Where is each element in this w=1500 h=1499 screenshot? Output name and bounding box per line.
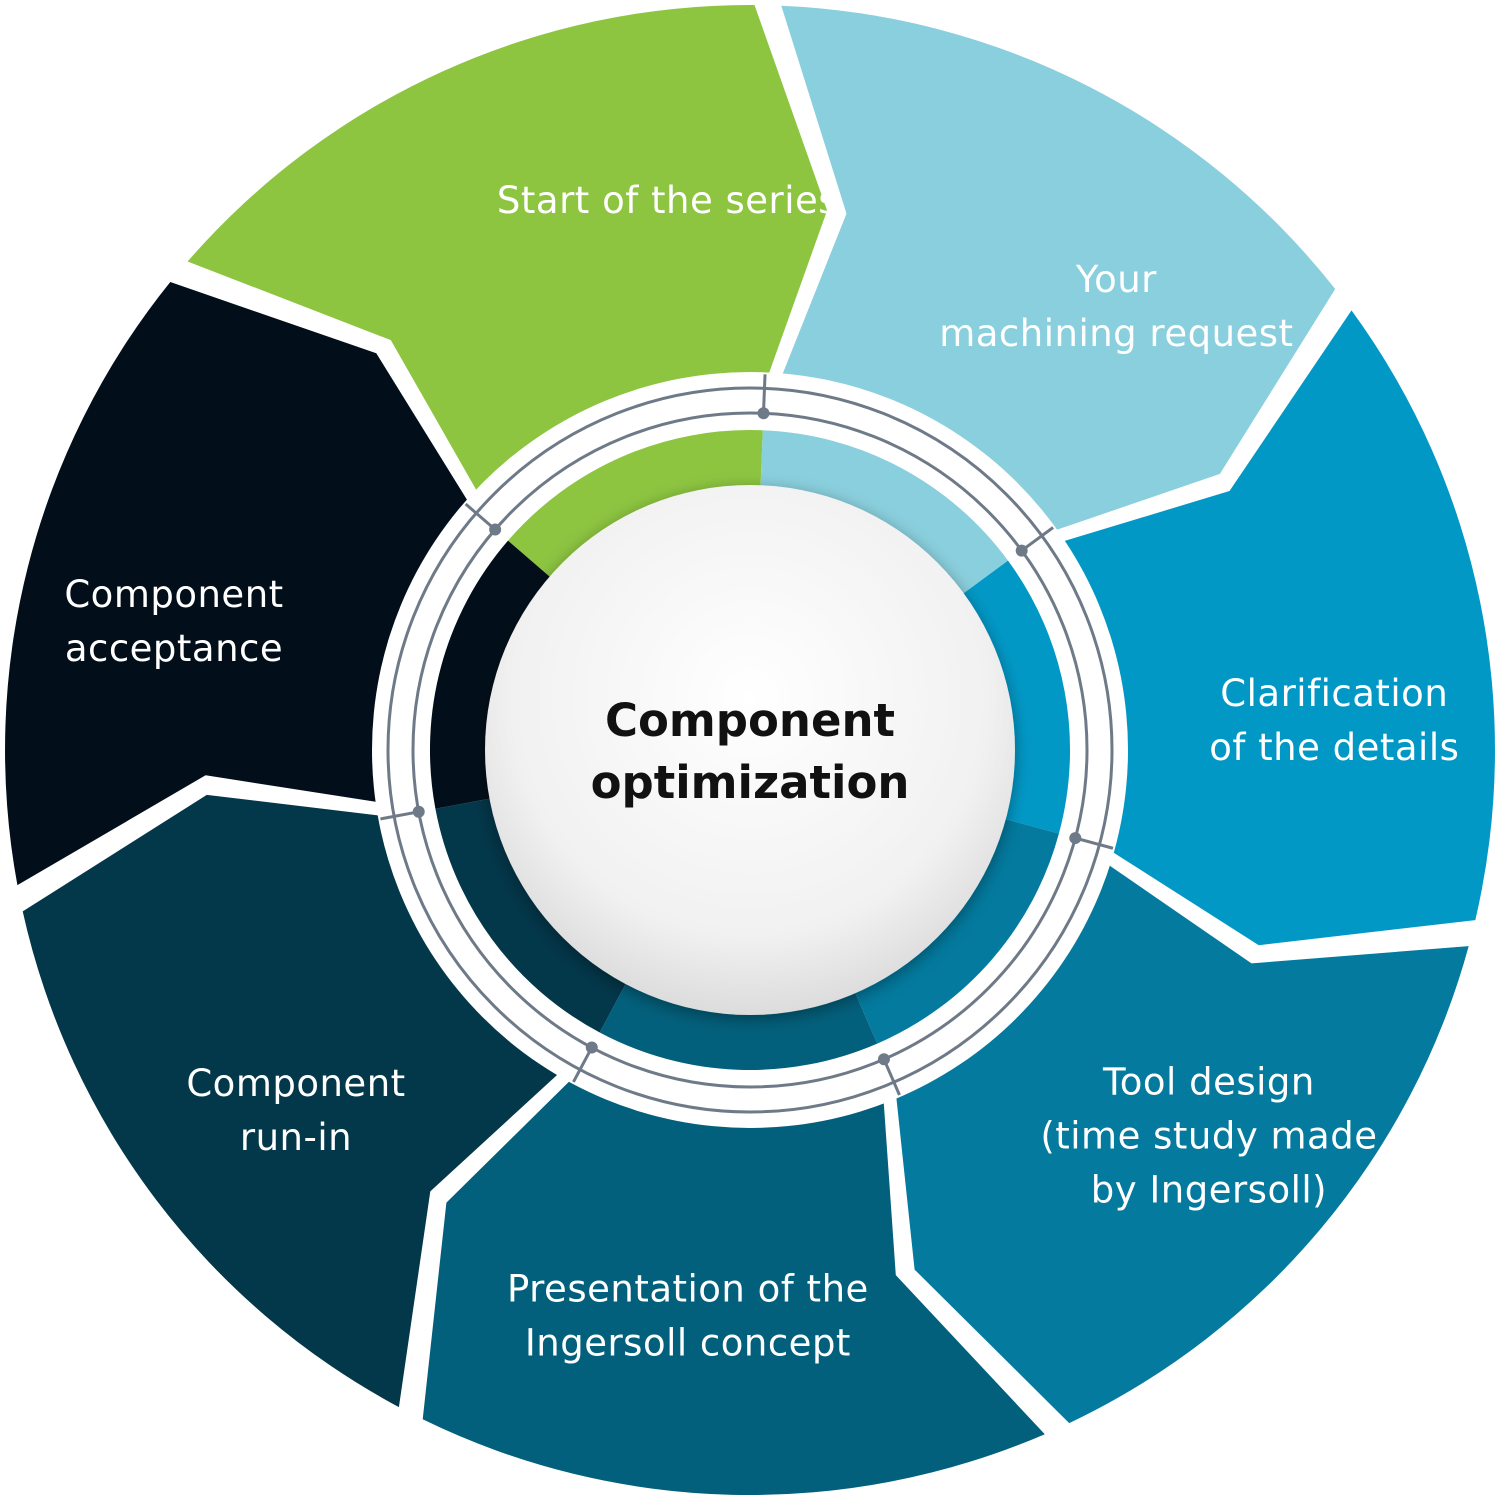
- inner-ring-segments-group: [429, 430, 1071, 1070]
- stage-label-clarification: Clarification of the details: [1209, 672, 1459, 769]
- inner-band-component-run-in: [435, 797, 628, 1033]
- ring-node-dot: [489, 523, 502, 536]
- stage-label-machining-request: Your machining request: [939, 258, 1293, 355]
- center-disc: [485, 485, 1015, 1015]
- ring-node-dot: [1069, 832, 1082, 845]
- stage-label-line: Component: [186, 1062, 405, 1105]
- ring-tick: [761, 374, 767, 414]
- inner-track-ring: [411, 411, 1089, 1089]
- inner-band-acceptance: [429, 540, 554, 809]
- ring-node-dot: [757, 407, 770, 420]
- stage-label-line: by Ingersoll): [1091, 1169, 1327, 1212]
- stage-segment-clarification: [1031, 310, 1495, 946]
- stage-label-line: Component: [64, 573, 283, 616]
- stage-label-line: Tool design: [1102, 1061, 1315, 1104]
- stage-segment-acceptance: [5, 282, 486, 886]
- inner-band-clarification: [959, 560, 1071, 834]
- center-title: Component optimization: [591, 694, 910, 809]
- stage-label-line: Presentation of the: [507, 1268, 869, 1311]
- stage-label-line: Clarification: [1220, 672, 1448, 715]
- ring-tick: [882, 1058, 901, 1096]
- ring-tick: [1074, 836, 1114, 850]
- stage-label-line: (time study made: [1040, 1115, 1377, 1158]
- inner-band-tool-design: [853, 817, 1059, 1044]
- stage-label-line: machining request: [939, 312, 1293, 355]
- inner-band-start-of-series: [508, 430, 763, 580]
- stage-label-line: acceptance: [65, 627, 283, 670]
- stage-label-line: Start of the series: [497, 179, 838, 222]
- stage-label-tool-design: Tool design (time study made by Ingersoll): [1040, 1061, 1377, 1212]
- stage-label-start-of-series: Start of the series: [497, 179, 838, 222]
- stage-label-line: of the details: [1209, 726, 1459, 769]
- stage-label-line: Ingersoll concept: [525, 1322, 851, 1365]
- ring-gap: [389, 389, 1111, 1111]
- ring-node-dot: [877, 1053, 890, 1066]
- stage-segment-machining-request: [770, 5, 1336, 541]
- ring-tick: [464, 502, 497, 531]
- ring-node-dot: [412, 805, 425, 818]
- ring-nodes-group: [380, 374, 1114, 1096]
- ring-tick: [572, 1046, 594, 1083]
- ring-tick: [1020, 526, 1054, 552]
- outer-track-ring: [386, 386, 1114, 1114]
- ring-node-dot: [585, 1041, 598, 1054]
- stage-label-acceptance: Component acceptance: [64, 573, 283, 670]
- ring-node-dot: [1015, 544, 1028, 557]
- ring-tick: [380, 810, 419, 821]
- center-title-line: Component: [605, 694, 895, 747]
- stage-label-line: Your: [1075, 258, 1157, 301]
- inner-band-machining-request: [760, 430, 1008, 597]
- center-title-line: optimization: [591, 756, 910, 809]
- stage-label-line: run-in: [240, 1116, 352, 1159]
- stage-label-component-run-in: Component run-in: [186, 1062, 405, 1159]
- stage-segment-presentation: [422, 1057, 1045, 1496]
